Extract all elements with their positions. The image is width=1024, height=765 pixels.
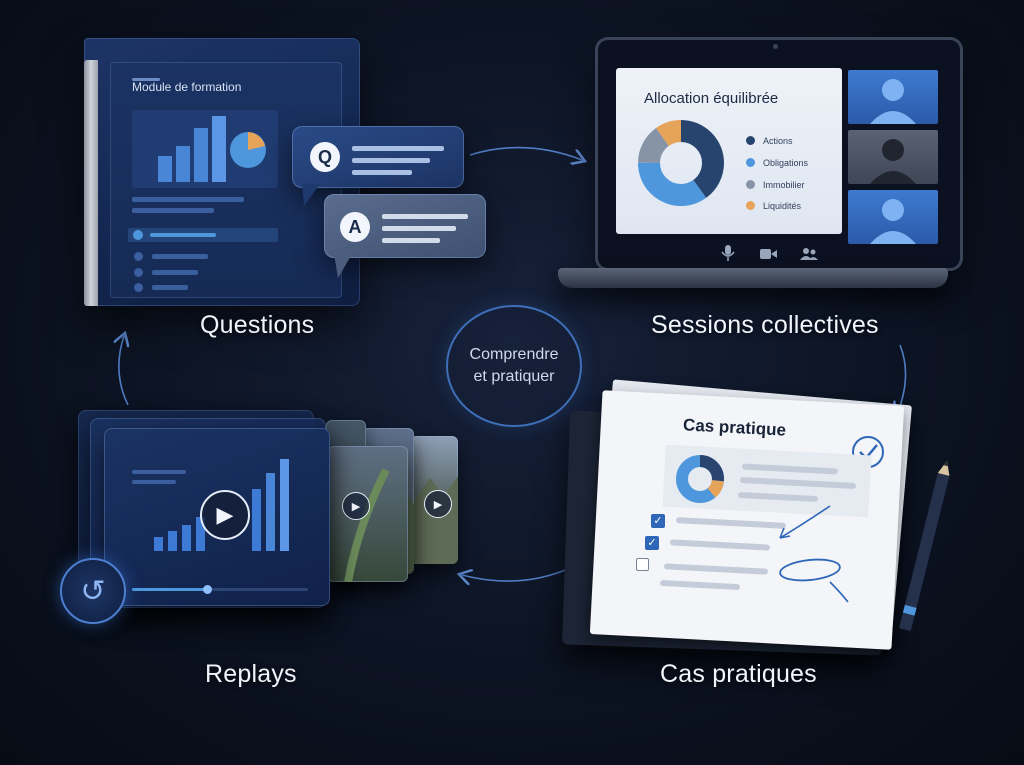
participant-cam-1 <box>848 70 938 124</box>
checkbox-3-empty[interactable] <box>636 558 649 571</box>
video-play-icon[interactable]: ▶ <box>200 490 250 540</box>
module-bar-3 <box>194 128 208 182</box>
video-progress-handle[interactable] <box>203 585 212 594</box>
thumb-play-icon-2[interactable]: ▶ <box>424 490 452 518</box>
participant-cam-3 <box>848 190 938 244</box>
module-bar-1 <box>158 156 172 182</box>
legend-actions: Actions <box>763 136 793 146</box>
arrow-questions-to-sessions <box>469 146 582 160</box>
module-title: Module de formation <box>132 80 242 94</box>
center-circle: Comprendre et pratiquer <box>446 305 582 427</box>
module-bar-4 <box>212 116 226 182</box>
legend-obligations: Obligations <box>763 158 809 168</box>
module-progress-fill <box>150 233 216 237</box>
legend-dot-immobilier <box>746 180 755 189</box>
module-list-line-2 <box>152 270 198 275</box>
video-line-1 <box>132 470 186 474</box>
caption-questions: Questions <box>200 311 315 339</box>
question-line-2 <box>352 158 430 163</box>
module-pie-slice <box>248 132 265 150</box>
module-list-dot-2 <box>134 268 143 277</box>
answer-bubble-tail <box>334 254 352 278</box>
answer-line-2 <box>382 226 456 231</box>
caption-sessions: Sessions collectives <box>651 311 879 339</box>
module-list-line-1 <box>152 254 208 259</box>
pencil-icon <box>899 460 950 631</box>
camera-icon[interactable] <box>760 248 778 260</box>
question-line-1 <box>352 146 444 151</box>
answer-line-3 <box>382 238 440 243</box>
legend-dot-liquidites <box>746 201 755 210</box>
arrow-sessions-to-cas <box>898 344 906 412</box>
legend-dot-actions <box>746 136 755 145</box>
legend-immobilier: Immobilier <box>763 180 805 190</box>
donut-slice-obligations <box>638 120 724 206</box>
replay-icon[interactable]: ↺ <box>60 558 126 624</box>
module-line-1 <box>132 197 244 202</box>
slide-title: Allocation équilibrée <box>644 90 779 107</box>
center-line-2: et pratiquer <box>473 368 555 385</box>
module-play-dot[interactable] <box>133 230 143 240</box>
module-list-dot-1 <box>134 252 143 261</box>
module-list-line-3 <box>152 285 188 290</box>
participant-cam-2 <box>848 130 938 184</box>
question-q-circle: Q <box>310 142 340 172</box>
legend-liquidites: Liquidités <box>763 201 802 211</box>
answer-a-circle: A <box>340 212 370 242</box>
module-line-2 <box>132 208 214 213</box>
arrow-cas-to-replays <box>462 567 571 581</box>
video-bar-chart <box>154 459 289 551</box>
handwritten-marks <box>779 505 849 603</box>
thumb-play-icon-1[interactable]: ▶ <box>342 492 370 520</box>
mic-icon[interactable] <box>720 244 736 262</box>
module-title-dash <box>132 78 160 81</box>
book-spine <box>84 60 98 306</box>
center-line-1: Comprendre <box>469 346 559 363</box>
arrow-replays-to-questions <box>119 336 128 406</box>
answer-line-1 <box>382 214 468 219</box>
paper-donut <box>676 455 724 503</box>
people-icon[interactable] <box>800 247 818 261</box>
caption-cas: Cas pratiques <box>660 660 817 688</box>
module-bar-2 <box>176 146 190 182</box>
donut-slice-liquidites <box>638 120 724 206</box>
module-list-dot-3 <box>134 283 143 292</box>
checkbox-2-checked[interactable]: ✓ <box>645 536 659 550</box>
legend-dot-obligations <box>746 158 755 167</box>
webcam-dot <box>773 44 778 49</box>
module-bar-chart <box>158 116 266 182</box>
video-progress-fill <box>132 588 206 591</box>
allocation-donut-chart <box>638 120 724 206</box>
laptop-base <box>558 268 948 288</box>
question-bubble-tail <box>302 184 320 206</box>
video-progress-track[interactable] <box>132 588 308 591</box>
video-line-2 <box>132 480 176 484</box>
replay-thumb-1[interactable] <box>328 446 408 582</box>
caption-replays: Replays <box>205 660 297 688</box>
checkbox-1-checked[interactable]: ✓ <box>651 514 665 528</box>
question-line-3 <box>352 170 412 175</box>
